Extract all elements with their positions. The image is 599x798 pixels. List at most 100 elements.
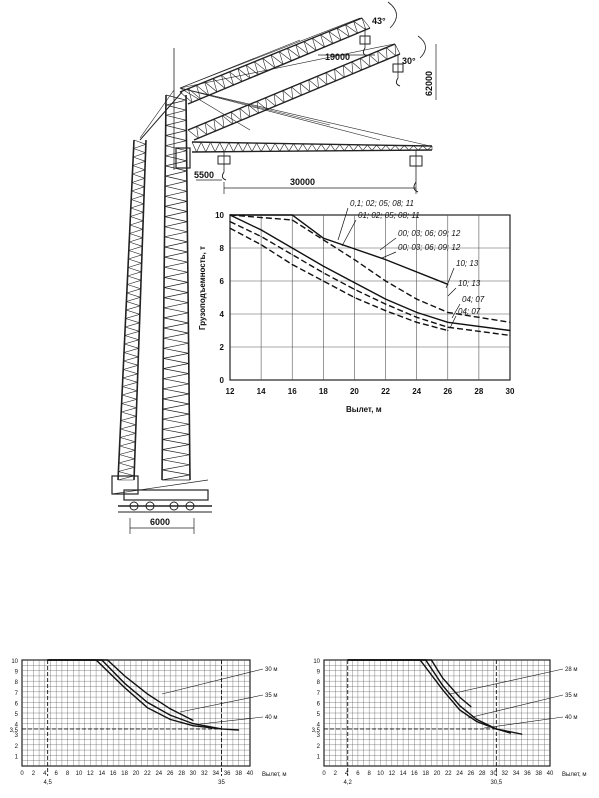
x-tick-label: 8 xyxy=(66,771,70,777)
annotation-leader xyxy=(341,219,357,247)
series-name-label: 30 м xyxy=(265,667,277,673)
horizontal-jib xyxy=(191,141,433,153)
y-tick-label: 1 xyxy=(317,754,321,760)
series-name-label: 28 м xyxy=(565,667,577,673)
x-tick-label: 6 xyxy=(356,771,360,777)
y-tick-label: 4 xyxy=(220,310,225,319)
x-tick-label: 14 xyxy=(257,387,266,396)
series-name-label: 40 м xyxy=(565,715,577,721)
x-tick-label: 6 xyxy=(55,771,59,777)
annotation-leader xyxy=(451,303,461,319)
operator-cab xyxy=(175,147,191,169)
hook-offset-label: 5500 xyxy=(194,170,214,180)
series-name-label: 35 м xyxy=(565,693,577,699)
data-point xyxy=(322,280,324,282)
legend-leader xyxy=(199,716,264,725)
annotation-leader xyxy=(379,237,397,251)
y-tick-label: 3 xyxy=(15,733,19,739)
reach-label: 30000 xyxy=(290,177,315,187)
angle-arc-upper xyxy=(387,1,397,29)
data-point xyxy=(124,682,126,684)
legend-leader xyxy=(449,668,564,695)
data-point xyxy=(459,709,461,711)
x-tick-label: 34 xyxy=(513,771,520,777)
hook-upper xyxy=(359,28,371,57)
y-tick-label: 10 xyxy=(313,659,320,665)
y-tick-label: 8 xyxy=(317,680,321,686)
data-point xyxy=(425,659,427,661)
data-point xyxy=(447,311,449,313)
data-point xyxy=(385,303,387,305)
annotation-label: 04; 07 xyxy=(462,295,485,304)
x-axis-title: Вылет, м xyxy=(262,772,287,778)
data-point xyxy=(291,219,293,221)
x-tick-label: 4 xyxy=(345,771,349,777)
angle-arc-lower xyxy=(417,35,426,59)
annotation-label: 04; 07 xyxy=(458,307,481,316)
data-point xyxy=(385,259,387,261)
data-point xyxy=(260,235,262,238)
annotation-label: 00; 03; 06; 09; 12 xyxy=(398,229,461,238)
data-point xyxy=(101,659,103,661)
data-point xyxy=(322,239,324,241)
y-tick-label: 8 xyxy=(15,680,19,686)
x-tick-label: 22 xyxy=(381,387,390,396)
y-tick-label: 6 xyxy=(15,701,19,707)
marked-x-label: 30,5 xyxy=(490,780,502,786)
annotation-leader xyxy=(381,251,397,259)
hook-middle xyxy=(392,54,404,87)
data-point xyxy=(169,708,171,710)
data-point xyxy=(260,229,262,231)
data-point xyxy=(416,311,418,313)
y-tick-label: 2 xyxy=(317,744,321,750)
series-name-label: 35 м xyxy=(265,693,277,699)
legend-leader xyxy=(467,694,564,719)
x-tick-label: 16 xyxy=(110,771,117,777)
legend-leader xyxy=(179,694,264,713)
x-tick-label: 16 xyxy=(411,771,418,777)
y-axis-title: Грузоподъемность, т xyxy=(198,246,207,330)
y-tick-label: 4 xyxy=(317,723,321,729)
x-axis-title: Вылет, м xyxy=(346,405,382,414)
data-point xyxy=(353,259,355,261)
y-tick-label: 1 xyxy=(15,754,19,760)
y-tick-label: 3 xyxy=(317,733,321,739)
series-line xyxy=(229,227,448,332)
data-point xyxy=(509,329,511,332)
jib-offset-label: 19000 xyxy=(325,52,350,62)
marked-x-label: 4,5 xyxy=(43,780,52,786)
x-tick-label: 36 xyxy=(524,771,531,777)
x-tick-label: 18 xyxy=(121,771,128,777)
data-point xyxy=(509,334,511,336)
base-width-label: 6000 xyxy=(150,517,170,527)
x-tick-label: 40 xyxy=(547,771,554,777)
data-point xyxy=(229,214,231,216)
x-tick-label: 38 xyxy=(235,771,242,777)
middle-jib xyxy=(187,43,401,141)
data-point xyxy=(430,659,432,661)
marked-y-label: 3,5 xyxy=(10,728,19,734)
tower-mast xyxy=(161,94,191,481)
data-point xyxy=(353,288,355,290)
annotation-label: 0,1; 02; 05; 08; 11 xyxy=(350,199,414,208)
data-point xyxy=(385,310,387,312)
x-tick-label: 12 xyxy=(226,387,235,396)
data-point xyxy=(447,326,449,328)
series-line xyxy=(347,659,472,708)
tower-crane-drawing xyxy=(111,1,437,534)
x-tick-label: 32 xyxy=(201,771,208,777)
y-tick-label: 9 xyxy=(15,670,19,676)
data-point xyxy=(470,706,472,708)
x-tick-label: 30 xyxy=(490,771,497,777)
data-point xyxy=(124,675,126,677)
x-tick-label: 36 xyxy=(224,771,231,777)
y-tick-label: 6 xyxy=(220,277,225,286)
x-tick-label: 26 xyxy=(443,387,452,396)
marked-x-label: 4,2 xyxy=(344,780,353,786)
series-line xyxy=(47,659,194,722)
plot-frame xyxy=(229,214,511,381)
